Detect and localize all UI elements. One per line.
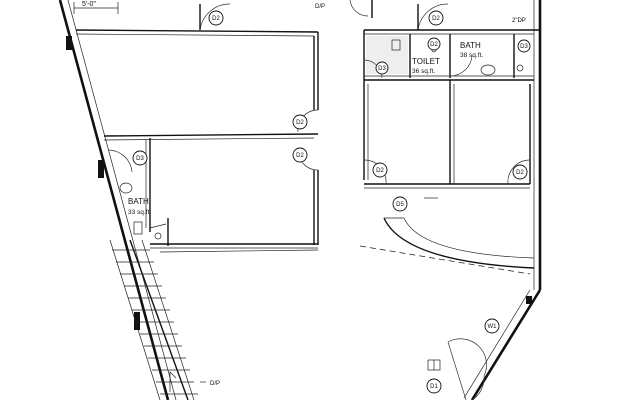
door-tags: D2 D2 D2 D3 D3 D3 D2 D2 bbox=[132, 10, 531, 394]
door-swing bbox=[507, 159, 531, 185]
svg-text:D3: D3 bbox=[378, 66, 386, 72]
toilet-name: TOILET bbox=[412, 57, 440, 66]
right-wing: TOILET 36 sq.ft. BATH 38 sq.ft. D/P 2"DP bbox=[315, 0, 542, 400]
wall-column bbox=[66, 36, 72, 50]
door-swing bbox=[447, 338, 487, 377]
left-wing: 5'-0" bbox=[58, 0, 319, 400]
door-leaf bbox=[447, 341, 467, 400]
dashed-line bbox=[359, 245, 531, 275]
dp-note-bottom: D/P bbox=[210, 381, 220, 387]
svg-text:D3: D3 bbox=[136, 156, 144, 162]
svg-text:D5: D5 bbox=[396, 202, 404, 208]
bath-right-area: 38 sq.ft. bbox=[460, 52, 483, 59]
door-tag: D2 bbox=[292, 114, 308, 130]
door-tag: D3 bbox=[517, 39, 531, 53]
wall-column bbox=[98, 160, 104, 178]
door-tag: D3 bbox=[375, 61, 389, 75]
svg-text:D2: D2 bbox=[212, 16, 220, 22]
wc bbox=[391, 39, 401, 51]
svg-text:D1: D1 bbox=[430, 384, 438, 390]
door-swing bbox=[349, 0, 369, 17]
curved-partition bbox=[383, 217, 535, 269]
door-tag: D2 bbox=[292, 147, 308, 163]
svg-text:D2: D2 bbox=[296, 120, 304, 126]
svg-text:D3: D3 bbox=[520, 44, 528, 50]
mid-wall bbox=[103, 133, 319, 137]
door-tag: D5 bbox=[392, 196, 408, 212]
dp-note-right: 2"DP bbox=[512, 18, 526, 24]
door-tag: D2 bbox=[428, 10, 444, 26]
basin bbox=[480, 64, 496, 76]
door-swing bbox=[107, 149, 133, 173]
door-tag: D1 bbox=[426, 378, 442, 394]
curved-partition-inner bbox=[403, 217, 535, 259]
door-tag: D2 bbox=[512, 164, 528, 180]
bath-left-name: BATH bbox=[128, 197, 149, 206]
door-swing bbox=[471, 375, 485, 400]
diagonal-glazing bbox=[470, 289, 542, 400]
floor-drain bbox=[154, 232, 162, 240]
svg-text:D2: D2 bbox=[516, 170, 524, 176]
basin bbox=[119, 182, 133, 194]
svg-text:D2: D2 bbox=[376, 168, 384, 174]
exterior-slanted-wall bbox=[58, 0, 170, 400]
svg-text:D2: D2 bbox=[432, 16, 440, 22]
dimension-label: 5'-0" bbox=[82, 1, 96, 8]
dp-note-top: D/P bbox=[315, 4, 325, 10]
svg-text:W1: W1 bbox=[488, 324, 498, 330]
wall-column bbox=[526, 296, 532, 304]
door-tag: D3 bbox=[132, 150, 148, 166]
wall-column bbox=[134, 312, 140, 330]
floor-drain bbox=[516, 64, 524, 72]
staircase bbox=[109, 239, 198, 400]
top-dimension: 5'-0" bbox=[73, 1, 119, 14]
door-swing bbox=[199, 3, 231, 31]
door-swing bbox=[417, 3, 449, 31]
door-tag: W1 bbox=[484, 318, 500, 334]
upper-room-top-wall bbox=[75, 29, 319, 33]
svg-text:D2: D2 bbox=[430, 42, 438, 48]
door-swing bbox=[449, 55, 473, 77]
door-tag: D2 bbox=[427, 37, 441, 51]
bath-right-name: BATH bbox=[460, 41, 481, 50]
exterior-slanted-wall-inner bbox=[67, 0, 177, 400]
toilet-area: 36 sq.ft. bbox=[412, 68, 435, 75]
svg-text:D2: D2 bbox=[296, 153, 304, 159]
door-tag: D2 bbox=[208, 10, 224, 26]
wc bbox=[133, 221, 143, 235]
door-tag: D2 bbox=[372, 162, 388, 178]
bath-left-area: 33 sq.ft. bbox=[128, 209, 151, 216]
